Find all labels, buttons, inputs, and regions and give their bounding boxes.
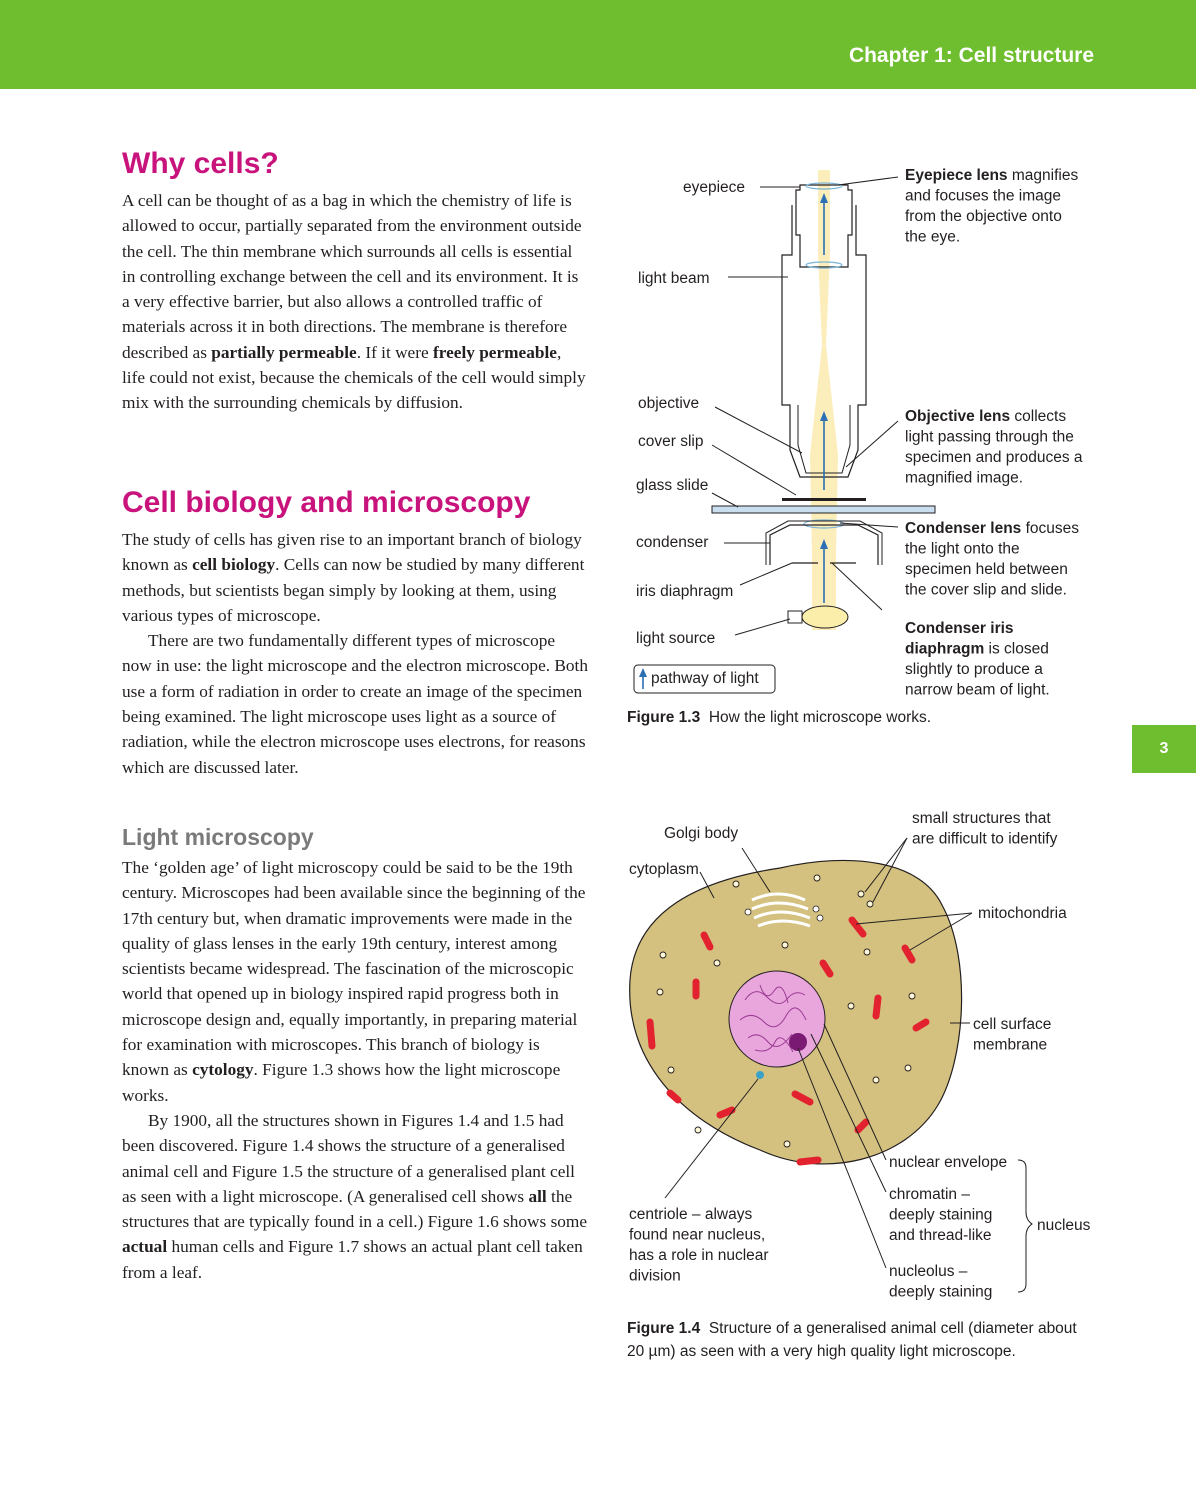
label-nucleolus: nucleolus – deeply staining	[889, 1263, 992, 1301]
caption-figure-1-4: Figure 1.4 Structure of a generalised an…	[627, 1320, 1077, 1360]
section-why-cells: Why cells? A cell can be thought of as a…	[122, 147, 588, 416]
heading-why-cells: Why cells?	[122, 147, 279, 180]
paragraph-why-cells: A cell can be thought of as a bag in whi…	[122, 191, 586, 413]
animal-cell-diagram: Golgi body cytoplasm small structures th…	[629, 810, 1091, 1301]
figure-animal-cell: Golgi body cytoplasm small structures th…	[620, 800, 1100, 1310]
paragraph-light-microscopy-1: The ‘golden age’ of light microscopy cou…	[122, 858, 586, 1105]
heading-light-microscopy: Light microscopy	[122, 824, 314, 850]
caption-figure-1-3: Figure 1.3 How the light microscope work…	[627, 709, 932, 726]
chapter-title: Chapter 1: Cell structure	[848, 44, 1094, 67]
label-condenser: condenser	[636, 534, 708, 551]
label-objective: objective	[638, 395, 699, 412]
note-eyepiece-lens: Eyepiece lens magnifies and focuses the …	[905, 167, 1083, 246]
paragraph-light-microscopy-2: By 1900, all the structures shown in Fig…	[122, 1110, 588, 1282]
legend-pathway-of-light: pathway of light	[651, 670, 759, 687]
microscope-diagram: eyepiece light beam objective cover slip…	[633, 167, 1087, 699]
page-header: Chapter 1: Cell structure	[0, 0, 1196, 89]
label-eyepiece: eyepiece	[683, 179, 745, 196]
label-iris-diaphragm: iris diaphragm	[636, 583, 733, 600]
note-condenser-lens: Condenser lens focuses the light onto th…	[905, 520, 1083, 599]
label-mitochondria: mitochondria	[978, 905, 1067, 922]
label-cover-slip: cover slip	[638, 433, 703, 450]
paragraph-cell-biology-1: The study of cells has given rise to an …	[122, 530, 585, 625]
label-cytoplasm: cytoplasm	[629, 861, 699, 878]
figure-light-microscope: eyepiece light beam objective cover slip…	[620, 155, 1100, 705]
label-light-beam: light beam	[638, 270, 710, 287]
label-small-structures: small structures that are difficult to i…	[912, 810, 1058, 848]
label-centriole: centriole – always found near nucleus, h…	[629, 1206, 773, 1285]
label-golgi-body: Golgi body	[664, 825, 738, 842]
heading-cell-biology: Cell biology and microscopy	[122, 486, 531, 519]
section-cell-biology: Cell biology and microscopy The study of…	[122, 486, 588, 780]
label-nuclear-envelope: nuclear envelope	[889, 1154, 1007, 1171]
label-chromatin: chromatin – deeply staining and thread-l…	[889, 1186, 997, 1244]
label-cell-surface-membrane: cell surface membrane	[973, 1016, 1056, 1054]
note-objective-lens: Objective lens collects light passing th…	[905, 408, 1087, 487]
note-condenser-iris: Condenser iris diaphragm is closed sligh…	[905, 620, 1053, 699]
label-light-source: light source	[636, 630, 715, 647]
label-glass-slide: glass slide	[636, 477, 708, 494]
section-light-microscopy: Light microscopy The ‘golden age’ of lig…	[122, 823, 588, 1285]
paragraph-cell-biology-2: There are two fundamentally different ty…	[122, 631, 588, 777]
label-nucleus: nucleus	[1037, 1217, 1091, 1234]
page-number-tab: 3	[1132, 725, 1196, 773]
